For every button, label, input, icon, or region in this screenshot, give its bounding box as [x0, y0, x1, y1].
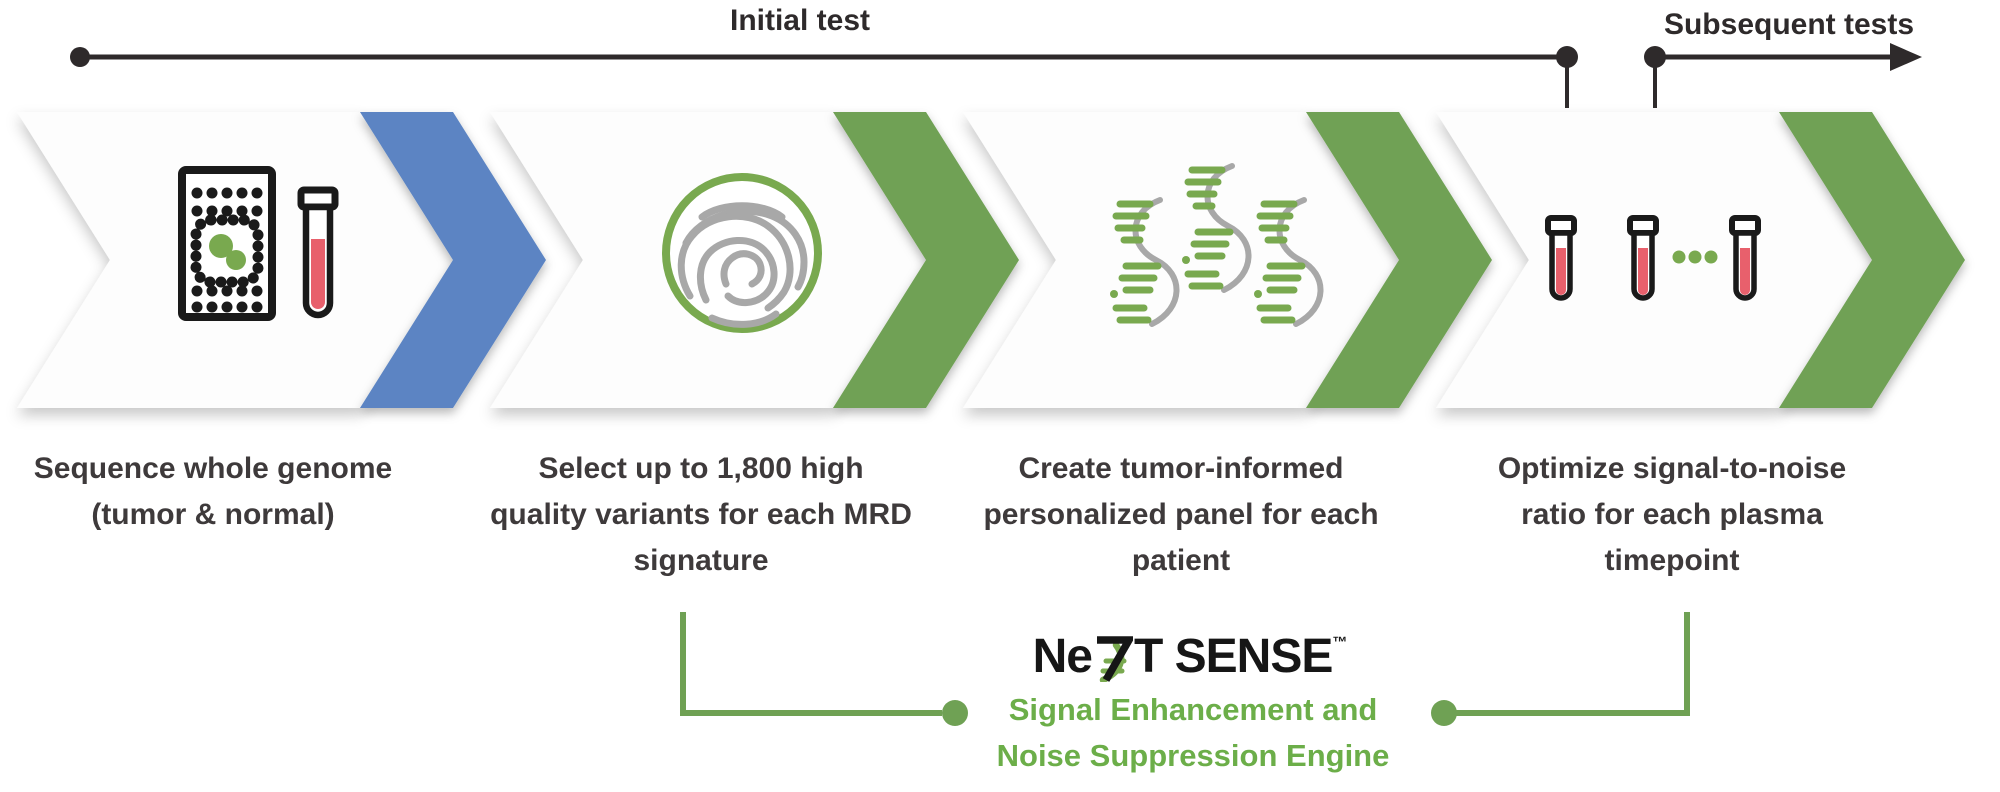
engine-tagline-line-1: Signal Enhancement and	[1008, 692, 1378, 727]
caption-line: Sequence whole genome	[33, 452, 393, 485]
chevron-step-4	[1779, 112, 1965, 408]
initial-test-label: Initial test	[729, 4, 871, 37]
chevron-step-3	[1306, 112, 1492, 408]
step-2-caption: Select up to 1,800 high quality variants…	[441, 446, 961, 584]
trademark-symbol: ™	[1332, 634, 1348, 651]
engine-tagline-line-2: Noise Suppression Engine	[996, 738, 1390, 773]
caption-line: Select up to 1,800 high	[538, 452, 864, 485]
step-4-caption: Optimize signal-to-noise ratio for each …	[1412, 446, 1932, 584]
dna-x-icon	[1096, 636, 1133, 682]
logo-text-t-sense: T SENSE	[1133, 630, 1333, 683]
plasma-tubes-icon	[1548, 218, 1758, 298]
ellipsis-dots-icon	[1672, 250, 1718, 264]
timeline	[70, 43, 1922, 108]
banner-step-3	[963, 112, 1399, 408]
blood-tube-icon	[297, 186, 339, 319]
next-sense-logo: Ne T SENSE ™	[940, 632, 1440, 682]
caption-line: Optimize signal-to-noise	[1497, 452, 1847, 485]
caption-line: signature	[633, 544, 769, 577]
chevron-step-1	[360, 112, 546, 408]
fingerprint-icon	[662, 173, 822, 333]
caption-line: Create tumor-informed	[1018, 452, 1344, 485]
left-bracket-dot	[942, 700, 968, 726]
subsequent-tests-label: Subsequent tests	[1663, 8, 1915, 41]
specimen-blob	[209, 234, 246, 270]
caption-line: quality variants for each MRD	[490, 498, 912, 531]
step-1-caption: Sequence whole genome (tumor & normal)	[0, 446, 473, 538]
right-bracket	[1444, 612, 1690, 716]
initial-test-span	[70, 46, 1578, 108]
left-bracket	[680, 612, 942, 716]
caption-line: personalized panel for each	[983, 498, 1379, 531]
logo-text-ne: Ne	[1032, 630, 1093, 683]
subsequent-tests-span	[1644, 43, 1922, 108]
step-3-caption: Create tumor-informed personalized panel…	[921, 446, 1441, 584]
caption-line: ratio for each plasma	[1521, 498, 1823, 531]
caption-line: (tumor & normal)	[91, 498, 335, 531]
caption-line: patient	[1131, 544, 1231, 577]
arrowhead-icon	[1890, 43, 1922, 71]
chevron-step-2	[833, 112, 1019, 408]
caption-line: timepoint	[1604, 544, 1740, 577]
engine-brackets	[680, 612, 1690, 726]
chip-and-blood-tube-icon	[178, 166, 339, 321]
